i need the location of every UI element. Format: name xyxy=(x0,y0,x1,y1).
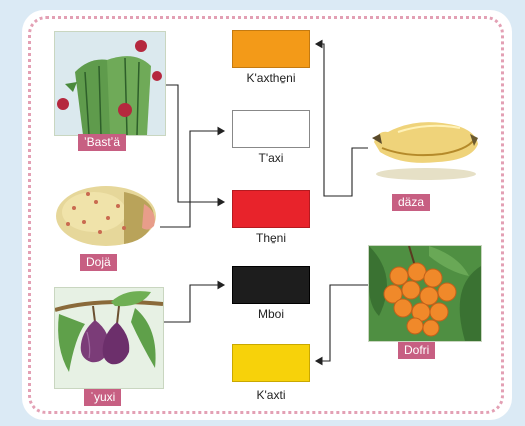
color-swatch-white[interactable] xyxy=(232,110,310,148)
cactus-fruit-picture xyxy=(54,31,166,136)
color-swatch-yellow[interactable] xyxy=(232,344,310,382)
line-dofri-to-yellow xyxy=(314,284,368,366)
line-daza-to-orange xyxy=(314,39,368,197)
fruit-label-basta: ʼBastʼä xyxy=(78,134,127,151)
line-basta-to-red xyxy=(164,84,226,207)
banana-picture xyxy=(368,108,480,184)
prickly-pear-icon xyxy=(56,186,156,246)
orange-cluster-icon xyxy=(369,246,481,341)
orange-cluster-picture xyxy=(368,245,482,342)
prickly-pear-picture xyxy=(54,178,160,254)
banana-icon xyxy=(372,122,478,180)
color-swatch-red[interactable] xyxy=(232,190,310,228)
fruit-label-yuxi: ˈyuxi xyxy=(84,389,122,406)
line-doja-to-white xyxy=(160,126,226,228)
color-name-black: Mboi xyxy=(257,307,284,321)
color-name-orange: K'axthe̱ni xyxy=(246,71,296,85)
fruit-label-doja: Dojä xyxy=(80,254,117,271)
color-name-yellow: K'axti xyxy=(256,388,286,402)
line-yuxi-to-black xyxy=(162,280,226,323)
fruit-label-daza: däza xyxy=(392,194,431,211)
cactus-fruit-icon xyxy=(55,32,165,135)
fruit-label-dofri: Dofri xyxy=(398,342,436,359)
color-swatch-black[interactable] xyxy=(232,266,310,304)
fig-picture xyxy=(54,287,164,389)
dotted-border xyxy=(28,16,504,414)
color-swatch-orange[interactable] xyxy=(232,30,310,68)
color-name-white: T'axi xyxy=(258,151,284,165)
fig-icon xyxy=(55,288,163,388)
color-name-red: The̱ni xyxy=(255,231,287,245)
